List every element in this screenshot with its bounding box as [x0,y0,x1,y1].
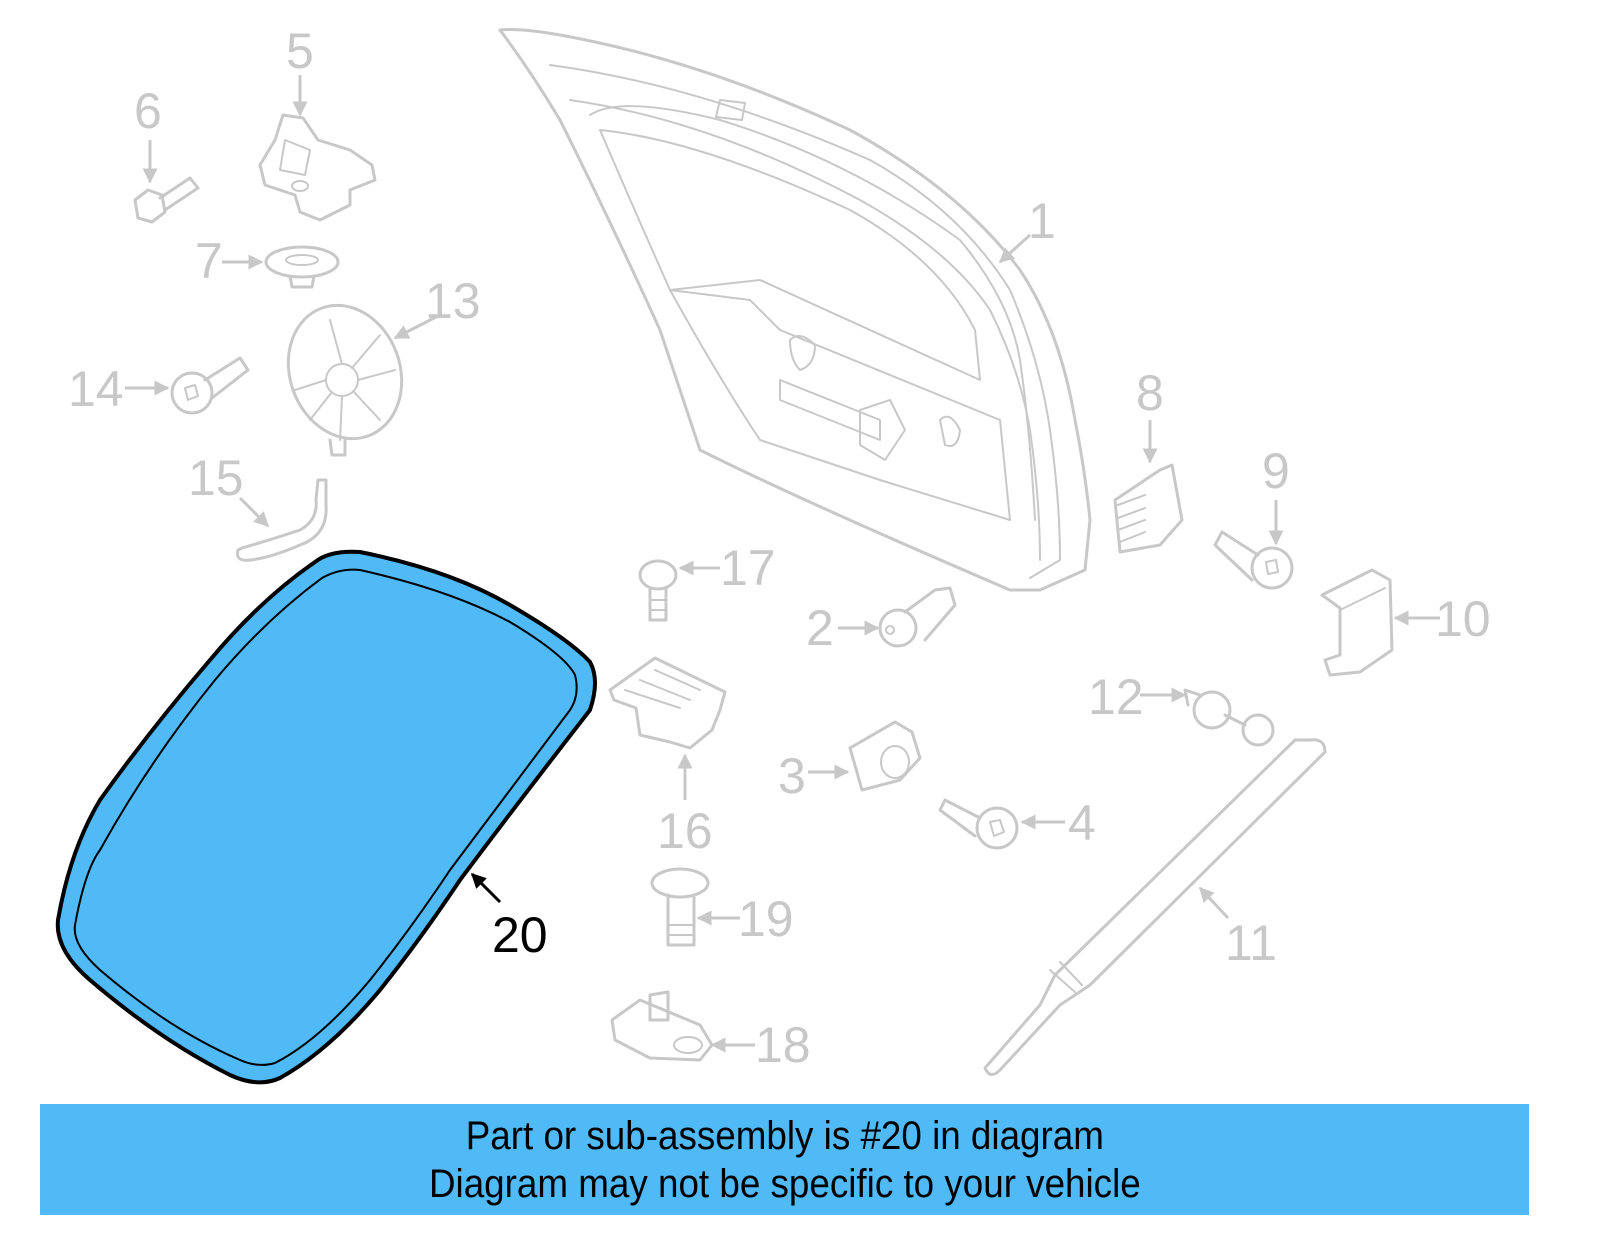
callout-8: 8 [1136,365,1164,464]
svg-text:5: 5 [286,23,314,79]
part-10-cover [1320,568,1394,677]
callout-4: 4 [1020,795,1096,851]
callout-10: 10 [1393,591,1491,647]
svg-text:9: 9 [1262,443,1290,499]
part-12-ball-stud [1183,688,1275,747]
svg-text:8: 8 [1136,365,1164,421]
callout-17: 17 [678,540,776,596]
part-2-stop [878,586,957,648]
svg-text:4: 4 [1068,795,1096,851]
part-8-clip [1113,463,1184,554]
svg-text:7: 7 [195,233,223,289]
svg-text:12: 12 [1088,669,1144,725]
part-14-screw [170,356,250,415]
banner-part-line: Part or sub-assembly is #20 in diagram [465,1113,1104,1158]
svg-text:14: 14 [68,361,124,417]
callout-15: 15 [188,450,270,528]
part-20-rear-glass[interactable] [55,549,597,1085]
callout-14: 14 [68,361,170,417]
callout-20: 20 [470,872,548,963]
svg-text:3: 3 [778,748,806,804]
svg-text:19: 19 [738,891,794,947]
part-3-bumper [848,720,922,792]
svg-text:17: 17 [720,540,776,596]
svg-text:11: 11 [1225,915,1277,971]
callout-2: 2 [806,600,880,656]
svg-text:1: 1 [1028,193,1056,249]
callout-12: 12 [1088,669,1187,725]
part-13-speaker [286,303,404,457]
svg-text:15: 15 [188,450,244,506]
callout-9: 9 [1262,443,1290,546]
callout-7: 7 [195,233,264,289]
callout-1: 1 [998,193,1056,264]
part-11-gas-strut [983,738,1327,1076]
callout-11: 11 [1198,886,1277,971]
part-15-hose [236,478,328,562]
part-1-liftgate [498,28,1092,592]
svg-text:13: 13 [425,273,481,329]
callout-18: 18 [710,1017,811,1073]
part-18-striker [610,990,714,1062]
callout-19: 19 [696,891,794,947]
part-4-screw [938,798,1019,850]
svg-text:18: 18 [755,1017,811,1073]
info-banner: Part or sub-assembly is #20 in diagram D… [40,1104,1529,1215]
callout-13: 13 [393,273,481,340]
svg-text:2: 2 [806,600,834,656]
callout-5: 5 [286,23,314,117]
part-6-bolt [133,176,200,224]
svg-text:16: 16 [657,803,713,859]
part-5-hinge [258,113,377,222]
svg-text:20: 20 [492,907,548,963]
part-19-pin [650,867,710,947]
callout-16: 16 [657,753,713,859]
part-16-latch-bracket [608,656,727,750]
part-17-bolt [638,559,678,622]
svg-text:6: 6 [134,83,162,139]
callout-3: 3 [778,748,850,804]
part-9-screw [1213,530,1294,590]
callout-6: 6 [134,83,162,184]
banner-disclaimer-line: Diagram may not be specific to your vehi… [428,1161,1141,1206]
svg-text:10: 10 [1435,591,1491,647]
part-7-grommet [264,245,340,289]
